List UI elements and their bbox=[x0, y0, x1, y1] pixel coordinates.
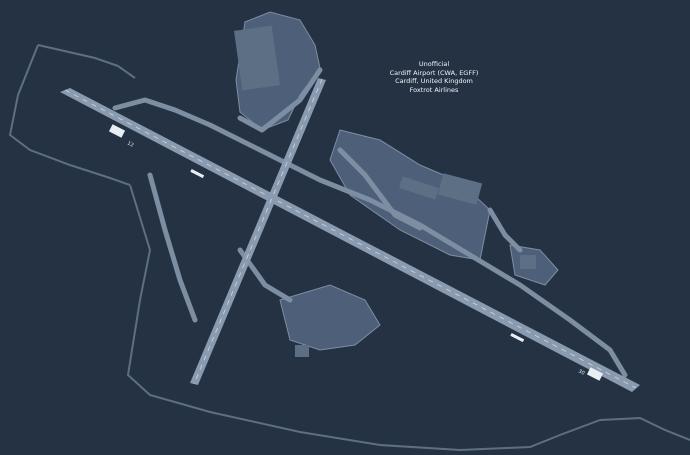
header-airport-name: Cardiff Airport (CWA, EGFF) bbox=[389, 68, 479, 77]
hangar-building bbox=[234, 25, 280, 91]
runway-12-threshold bbox=[108, 124, 126, 138]
runway-touchdown-east bbox=[510, 333, 525, 343]
south-apron bbox=[279, 284, 381, 351]
taxiway-east-link bbox=[487, 207, 523, 253]
terminal-building bbox=[437, 173, 483, 205]
runway-12-30-centreline bbox=[64, 89, 637, 389]
runway-30-designator: 30 bbox=[577, 368, 585, 376]
perimeter-road bbox=[8, 44, 690, 452]
buildings bbox=[234, 25, 536, 357]
airport-header: Unofficial Cardiff Airport (CWA, EGFF) C… bbox=[352, 60, 516, 94]
runway-secondary-surface bbox=[190, 78, 326, 385]
runway-30-threshold bbox=[586, 367, 604, 381]
header-airline: Foxtrot Airlines bbox=[409, 85, 459, 94]
taxiway-to-north-apron bbox=[237, 67, 323, 133]
taxiway-terminal-link bbox=[337, 147, 423, 231]
runway-secondary bbox=[190, 78, 326, 385]
runway-touchdown-west bbox=[190, 169, 205, 179]
header-unofficial: Unofficial bbox=[418, 60, 450, 68]
taxiway-southwest bbox=[147, 172, 198, 323]
runway-12-30-surface bbox=[60, 88, 640, 392]
cargo-building bbox=[520, 255, 536, 269]
runway-12-designator: 12 bbox=[126, 140, 134, 148]
runway-12-30 bbox=[60, 88, 640, 392]
header-location: Cardiff, United Kingdom bbox=[395, 77, 473, 86]
south-building bbox=[295, 345, 309, 357]
parallel-taxiway-north bbox=[112, 97, 628, 378]
terminal-pier bbox=[399, 176, 439, 200]
